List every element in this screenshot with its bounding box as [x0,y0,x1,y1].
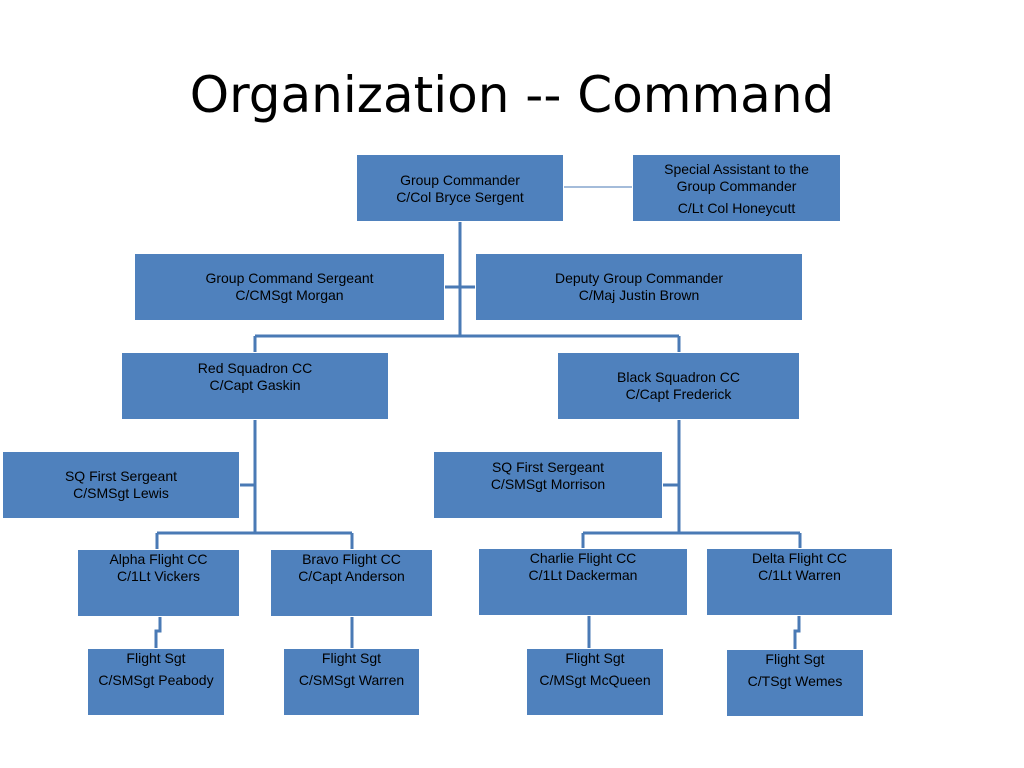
bravo-flight-title: Bravo Flight CC [302,551,401,567]
delta-flight-sgt-box: Flight Sgt C/TSgt Wemes [726,649,864,717]
red-squadron-title: Red Squadron CC [197,360,313,376]
delta-flight-sgt-title: Flight Sgt [765,651,825,667]
command-sergeant-title: Group Command Sergeant [205,270,374,286]
bravo-flight-name: C/Capt Anderson [298,568,405,584]
black-first-sergeant-title: SQ First Sergeant [491,459,605,475]
deputy-commander-box: Deputy Group Commander C/Maj Justin Brow… [475,253,803,321]
charlie-flight-sgt-name: C/MSgt McQueen [539,672,651,688]
alpha-flight-name: C/1Lt Vickers [117,568,200,584]
black-squadron-name: C/Capt Frederick [625,386,732,402]
red-first-sergeant-name: C/SMSgt Lewis [73,485,169,501]
delta-flight-sgt-name: C/TSgt Wemes [747,673,843,689]
alpha-flight-sgt-name: C/SMSgt Peabody [98,672,214,688]
alpha-flight-box: Alpha Flight CC C/1Lt Vickers [77,549,240,617]
alpha-flight-sgt-title: Flight Sgt [126,650,186,666]
deputy-commander-title: Deputy Group Commander [554,270,724,286]
delta-flight-box: Delta Flight CC C/1Lt Warren [706,548,893,616]
alpha-sgt-connector [154,616,162,648]
charlie-flight-box: Charlie Flight CC C/1Lt Dackerman [478,548,688,616]
red-first-sergeant-title: SQ First Sergeant [64,468,178,484]
charlie-flight-sgt-title: Flight Sgt [565,650,625,666]
red-first-sergeant-box: SQ First Sergeant C/SMSgt Lewis [2,451,240,519]
charlie-flight-sgt-box: Flight Sgt C/MSgt McQueen [526,648,664,716]
command-sergeant-name: C/CMSgt Morgan [235,287,344,303]
bravo-flight-sgt-name: C/SMSgt Warren [298,672,405,688]
special-assistant-box: Special Assistant to the Group Commander… [632,154,841,222]
alpha-flight-title: Alpha Flight CC [109,551,208,567]
red-squadron-name: C/Capt Gaskin [209,377,301,393]
charlie-flight-name: C/1Lt Dackerman [528,567,638,583]
bravo-flight-sgt-title: Flight Sgt [321,650,382,666]
command-sergeant-box: Group Command Sergeant C/CMSgt Morgan [134,253,445,321]
black-squadron-title: Black Squadron CC [617,369,740,385]
special-assistant-name: C/Lt Col Honeycutt [677,200,796,216]
red-squadron-box: Red Squadron CC C/Capt Gaskin [121,352,389,420]
black-first-sergeant-name: C/SMSgt Morrison [490,476,606,492]
alpha-flight-sgt-box: Flight Sgt C/SMSgt Peabody [87,648,225,716]
black-squadron-box: Black Squadron CC C/Capt Frederick [557,352,800,420]
charlie-flight-title: Charlie Flight CC [529,550,637,566]
group-commander-title: Group Commander [400,172,520,188]
page-title: Organization -- Command [189,66,835,124]
group-commander-name: C/Col Bryce Sergent [396,189,524,205]
delta-sgt-connector [793,616,801,649]
group-commander-box: Group Commander C/Col Bryce Sergent [356,154,564,222]
black-first-sergeant-box: SQ First Sergeant C/SMSgt Morrison [433,451,663,519]
bravo-flight-box: Bravo Flight CC C/Capt Anderson [270,549,433,617]
deputy-commander-name: C/Maj Justin Brown [578,287,700,303]
special-assistant-title-line2: Group Commander [676,178,797,194]
delta-flight-name: C/1Lt Warren [758,567,841,583]
delta-flight-title: Delta Flight CC [752,550,847,566]
bravo-flight-sgt-box: Flight Sgt C/SMSgt Warren [283,648,420,716]
special-assistant-title-line1: Special Assistant to the [664,161,809,177]
